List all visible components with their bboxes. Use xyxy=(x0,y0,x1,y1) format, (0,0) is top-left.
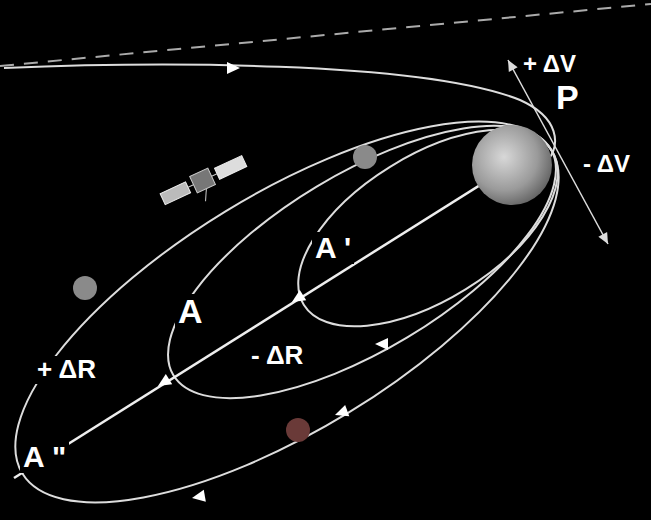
orbit-label: A ' xyxy=(312,232,354,264)
small-orbit xyxy=(266,90,590,366)
apsidal-line xyxy=(14,165,512,478)
orbit-dot xyxy=(73,276,97,300)
direction-arrows xyxy=(33,62,388,504)
satellite-icon xyxy=(159,153,253,217)
middle-orbit xyxy=(128,73,596,450)
orbit-label: + ΔR xyxy=(34,356,99,383)
hyperbolic-orbit xyxy=(4,65,555,160)
large-orbit xyxy=(0,50,613,520)
orbit-label: + ΔV xyxy=(520,51,579,76)
planet xyxy=(472,125,552,205)
orbit-dot xyxy=(286,418,310,442)
orbit-label: A xyxy=(175,294,206,330)
orbit-dot xyxy=(353,145,377,169)
orbit-label: P xyxy=(553,80,582,116)
orbit-label: A " xyxy=(20,441,69,473)
orbit-label: - ΔV xyxy=(580,151,633,176)
orbit-label: - ΔR xyxy=(248,342,306,369)
